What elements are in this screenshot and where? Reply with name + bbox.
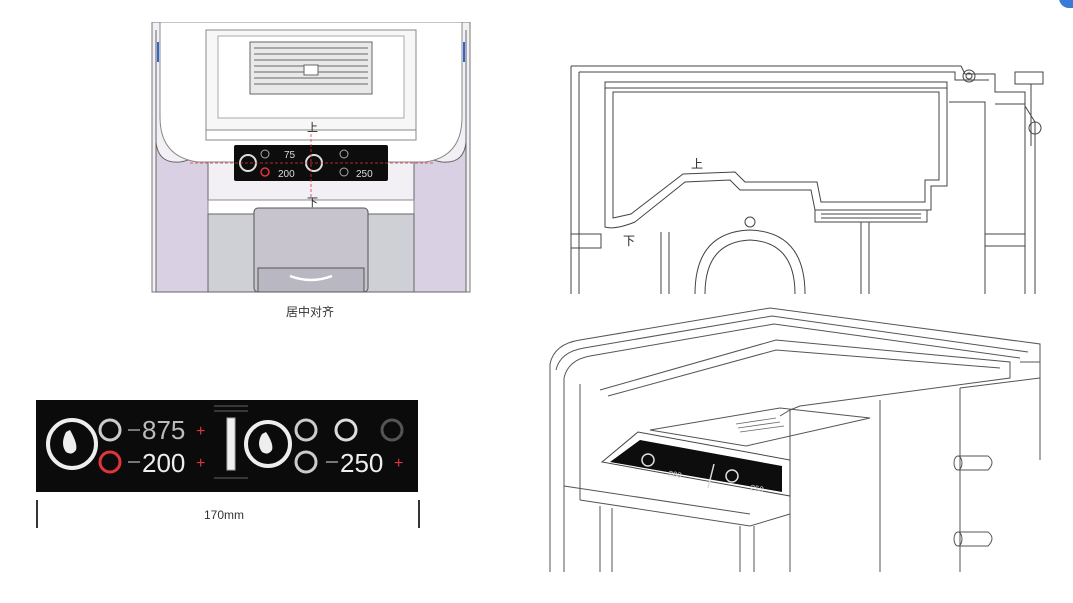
panel-dimension: 170mm (204, 508, 245, 522)
filter-icon (294, 418, 318, 442)
front-view-drawing: 75 200 250 上 下 (151, 22, 471, 293)
section-view-drawing: 上 下 (570, 65, 1044, 294)
iso-value-a: 200 (668, 469, 683, 480)
section-mark-down: 下 (623, 234, 635, 248)
cold-icon (98, 418, 122, 442)
power-icon (380, 418, 404, 442)
water-drop-icon (46, 418, 98, 470)
level-bar (226, 417, 236, 471)
iso-display (610, 440, 782, 492)
right-drop-icon (244, 420, 292, 468)
value-top: 875 (142, 415, 185, 445)
corner-badge (1059, 0, 1073, 8)
front-display-value-1: 75 (284, 150, 296, 161)
front-caption: 居中对齐 (286, 305, 335, 319)
svg-text:+: + (196, 423, 205, 440)
value-right: 250 (340, 448, 383, 478)
child-lock-icon (334, 418, 358, 442)
value-mid: 200 (142, 448, 185, 478)
isometric-view-drawing: 200 250 (549, 307, 1041, 572)
timer-icon (294, 450, 318, 474)
svg-text:+: + (394, 455, 403, 472)
control-panel-drawing: 875 200 + + 250 + (36, 400, 420, 528)
iso-value-b: 250 (750, 483, 765, 494)
front-display-value-3: 250 (356, 169, 373, 180)
svg-text:+: + (196, 455, 205, 472)
front-display-value-2: 200 (278, 169, 295, 180)
hot-icon (98, 450, 122, 474)
section-mark-up: 上 (691, 157, 703, 171)
front-mark-down: 下 (307, 197, 318, 209)
front-mark-up: 上 (307, 121, 318, 134)
